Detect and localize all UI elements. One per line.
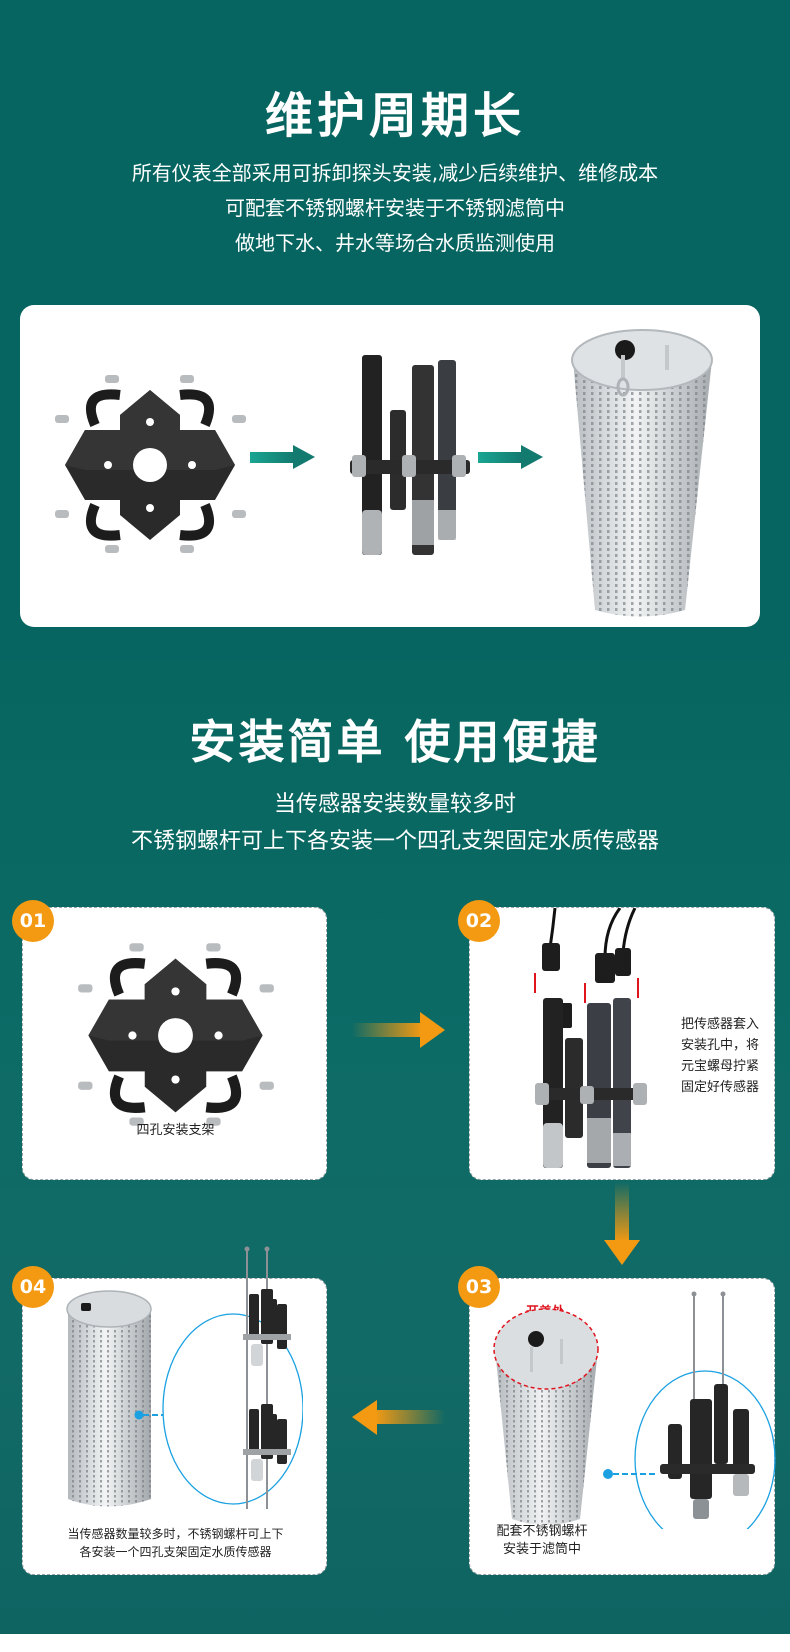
step-04-caption-line-1: 当传感器数量较多时，不锈钢螺杆可上下: [67, 1527, 284, 1541]
arrow-right-icon: [352, 1012, 445, 1048]
step-04-caption-line-2: 各安装一个四孔支架固定水质传感器: [79, 1545, 272, 1559]
sensor-insertion-image: [534, 908, 647, 1168]
step-02-caption-line-4: 固定好传感器: [680, 1080, 759, 1095]
section2-line-2: 不锈钢螺杆可上下各安装一个四孔支架固定水质传感器: [130, 829, 659, 854]
step-04-card: 当传感器数量较多时，不锈钢螺杆可上下 各安装一个四孔支架固定水质传感器: [22, 1246, 328, 1575]
arrow-left-icon: [352, 1400, 445, 1435]
maintenance-illustration-panel: [20, 305, 760, 627]
section1-line-3: 做地下水、井水等场合水质监测使用: [235, 231, 555, 255]
step-03-caption-line-1: 配套不锈钢螺杆: [496, 1524, 588, 1539]
stainless-filter-cylinder-image: [571, 329, 713, 617]
step-01-card: 四孔安装支架: [22, 907, 327, 1180]
arrow-down-icon: [604, 1182, 640, 1265]
sensors-in-filter-cylinder-image: [493, 1291, 776, 1529]
sensor-assembly-image: [350, 355, 470, 555]
step-02-caption: 把传感器套入 安装孔中，将 元宝螺母拧紧 固定好传感器: [670, 1014, 770, 1098]
step-02-caption-line-2: 安装孔中，将: [680, 1038, 759, 1053]
step-badge-04: 04: [12, 1266, 54, 1308]
step-badge-02: 02: [458, 900, 500, 942]
step-04-caption: 当传感器数量较多时，不锈钢螺杆可上下 各安装一个四孔支架固定水质传感器: [23, 1525, 328, 1561]
stacked-sensors-in-cylinder-image: [66, 1246, 303, 1509]
section1-title: 维护周期长: [264, 88, 525, 144]
section1-line-2: 可配套不锈钢螺杆安装于不锈钢滤筒中: [225, 196, 565, 220]
step-02-caption-line-3: 元宝螺母拧紧: [680, 1059, 759, 1074]
section2-line-1: 当传感器安装数量较多时: [273, 792, 516, 817]
step-03-caption-line-2: 安装于滤筒中: [502, 1542, 581, 1557]
step-badge-01: 01: [12, 900, 54, 942]
step-02-caption-line-1: 把传感器套入: [680, 1017, 759, 1032]
step-03-card: 开盖处: [469, 1278, 776, 1575]
arrow-right-icon: [478, 445, 544, 469]
four-hole-bracket-image: [78, 943, 274, 1126]
step-01-caption: 四孔安装支架: [136, 1123, 215, 1138]
step-badge-03: 03: [458, 1266, 500, 1308]
step-02-card: 把传感器套入 安装孔中，将 元宝螺母拧紧 固定好传感器: [469, 907, 775, 1180]
arrow-right-icon: [250, 445, 316, 469]
section2-title: 安装简单 使用便捷: [189, 715, 601, 769]
four-hole-bracket-image: [55, 375, 246, 553]
step-03-caption: 配套不锈钢螺杆 安装于滤筒中: [472, 1523, 612, 1559]
section1-line-1: 所有仪表全部采用可拆卸探头安装,减少后续维护、维修成本: [131, 161, 659, 185]
